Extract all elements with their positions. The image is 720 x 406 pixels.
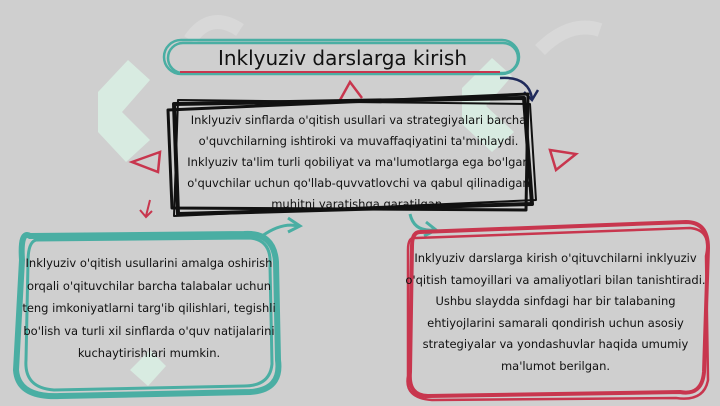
teal-arrow-left	[261, 223, 299, 238]
teal-arrow-left-head	[287, 216, 303, 234]
curved-arrow	[499, 76, 534, 99]
red-triangle-top	[338, 79, 363, 101]
right-box-text: Inklyuziv darslarga kirish o'qituvchilar…	[405, 251, 706, 373]
teal-arrow-right	[408, 213, 435, 232]
watermark-logo	[98, 58, 514, 386]
left-box-text: Inklyuziv o'qitish usullarini amalga osh…	[22, 256, 276, 360]
center-box-text: Inklyuziv sinflarda o'qitish usullari va…	[187, 113, 530, 211]
right-box-outline	[406, 220, 710, 402]
center-box-outline	[166, 92, 537, 217]
left-box-outline	[13, 230, 282, 400]
slide-title: Inklyuziv darslarga kirish	[217, 46, 468, 70]
red-tick-mark	[139, 199, 153, 219]
red-triangle-left	[128, 150, 162, 174]
red-triangle-right	[548, 148, 580, 173]
watermark-text	[184, 15, 603, 56]
